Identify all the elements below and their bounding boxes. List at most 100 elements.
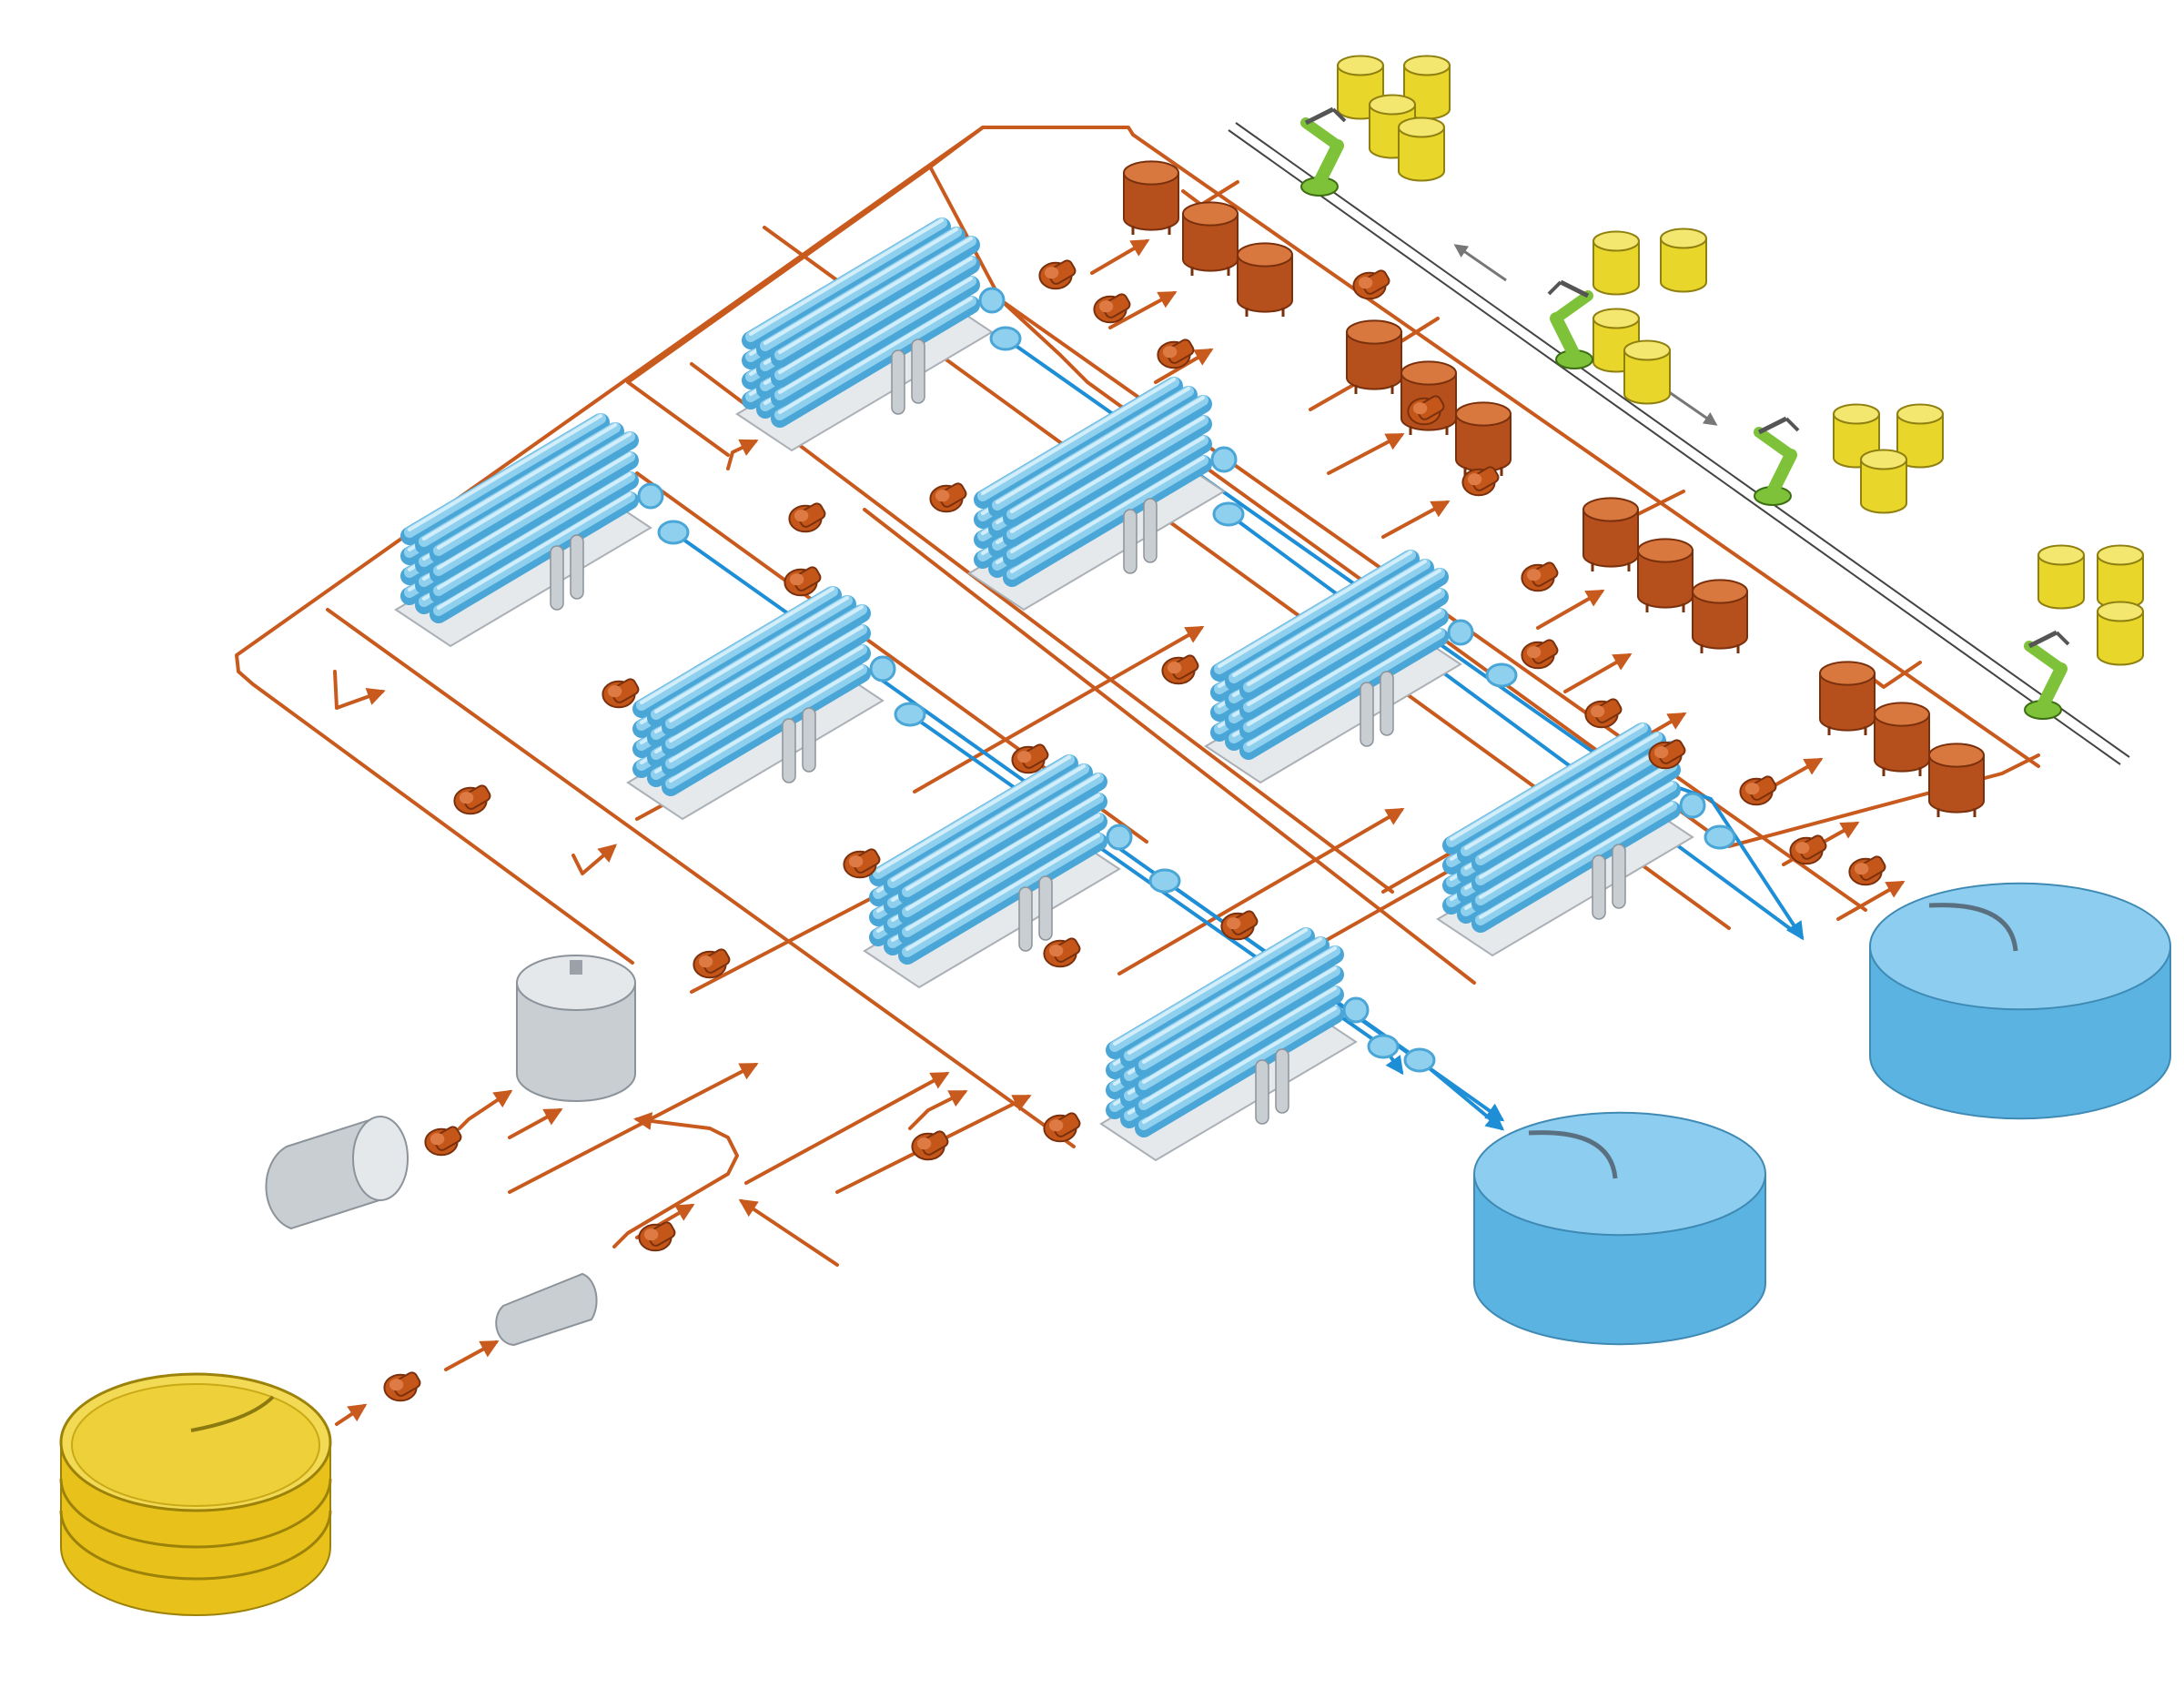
pipe-segment [626,126,985,457]
centrifugal-pump-icon [1739,775,1777,806]
concentrate-tank-icon [1819,661,1876,735]
centrifugal-pump-icon [693,948,731,979]
pressure-vessel-icon [516,955,636,1102]
centrifugal-pump-icon [929,482,967,513]
pipe-segment [335,1403,368,1426]
cartridge-filter-icon [1255,1059,1269,1125]
cartridge-filter-icon [1360,682,1374,747]
conveyor-direction-arrow [1664,388,1718,426]
membrane-skid-icon [967,377,1238,612]
equipment-layer [59,55,2171,1616]
cartridge-filter-icon [1123,509,1138,574]
centrifugal-pump-icon [1521,561,1559,592]
drum-barrel-icon [1337,55,1384,120]
drum-barrel-icon [1660,227,1707,293]
centrifugal-pump-icon [788,502,826,533]
concentrate-tank-icon [1455,401,1512,476]
centrifugal-pump-icon [1584,698,1623,729]
robotic-arm-icon [2024,630,2070,720]
pipe-segment [1327,433,1405,475]
product-storage-tank-icon [1473,1111,1766,1346]
cartridge-filter-icon [1592,854,1606,920]
centrifugal-pump-icon [1212,501,1245,527]
pipe-segment [744,1072,950,1185]
centrifugal-pump-icon [843,848,881,879]
concentrate-tank-icon [1123,160,1179,235]
pipe-segment [1563,653,1633,693]
robotic-arm-icon [1754,416,1800,506]
pipe-segment [1090,238,1150,275]
membrane-skid-icon [735,217,1006,452]
drum-barrel-icon [1860,449,1907,514]
pipe-segment [908,1090,968,1130]
centrifugal-pump-icon [1148,868,1181,894]
drum-barrel-icon [2037,544,2085,610]
pipe-segment [863,508,1476,985]
conveyor-direction-arrow [1453,244,1507,282]
cartridge-filter-icon [1038,875,1053,941]
horizontal-tank-icon [265,1116,409,1230]
concentrate-tank-icon [1874,702,1930,776]
centrifugal-pump-icon [1157,339,1195,369]
pipe-segment [235,126,1135,965]
centrifugal-pump-icon [784,566,822,597]
robotic-arm-icon [1300,106,1347,197]
horizontal-tank-icon [495,1272,598,1347]
pipe-segment [612,1112,739,1248]
centrifugal-pump-icon [911,1130,949,1161]
robotic-arm-icon [1547,279,1593,369]
centrifugal-pump-icon [1485,662,1518,688]
concentrate-tank-icon [1182,201,1239,276]
pipe-segment [1227,512,1804,939]
pipe-segment [1131,133,2040,768]
centrifugal-pump-icon [1403,1047,1436,1073]
pipe-segment [726,439,759,470]
concentrate-tank-icon [1637,538,1694,612]
drum-barrel-icon [2097,544,2144,610]
pipe-segment [571,844,618,875]
centrifugal-pump-icon [657,520,690,545]
cartridge-filter-icon [911,339,925,404]
pipe-segment [1117,807,1405,975]
centrifugal-pump-icon [1093,293,1131,324]
drum-barrel-icon [1623,339,1671,405]
concentrate-tank-icon [1346,319,1402,394]
cartridge-filter-icon [1612,844,1626,909]
conveyor-rail [1228,129,2121,765]
membrane-skid-icon [863,754,1133,989]
concentrate-tank-icon [1237,242,1293,317]
centrifugal-pump-icon [453,784,491,815]
centrifugal-pump-icon [602,678,640,709]
centrifugal-pump-icon [1043,937,1081,968]
centrifugal-pump-icon [1043,1112,1081,1143]
membrane-skid-icon [1436,723,1706,957]
pipe-segment [508,1063,759,1194]
yellow-storage-tank-icon [59,1372,332,1616]
centrifugal-pump-icon [894,702,926,727]
concentrate-tank-icon [1692,579,1748,653]
centrifugal-pump-icon [1220,910,1259,941]
centrifugal-pump-icon [1704,824,1736,850]
centrifugal-pump-icon [1352,269,1390,300]
membrane-skid-icon [394,413,664,648]
pipe-segment [444,1340,500,1371]
pipe-segment [458,1089,513,1130]
membrane-skid-icon [1204,550,1474,784]
centrifugal-pump-icon [1789,834,1827,865]
pipe-segment [508,1108,563,1139]
centrifugal-pump-icon [1038,259,1077,290]
pipe-segment [333,670,386,710]
drum-barrel-icon [1592,230,1640,296]
cartridge-filter-icon [782,718,796,783]
centrifugal-pump-icon [1011,743,1049,774]
cartridge-filter-icon [550,545,564,611]
pipe-segment [913,626,1205,793]
centrifugal-pump-icon [1367,1034,1400,1059]
membrane-skid-icon [1099,927,1370,1162]
pipe-segment [690,362,1394,894]
drum-barrel-icon [1398,116,1445,182]
drum-barrel-icon [2097,601,2144,666]
cartridge-filter-icon [891,349,905,415]
centrifugal-pump-icon [1461,466,1500,497]
